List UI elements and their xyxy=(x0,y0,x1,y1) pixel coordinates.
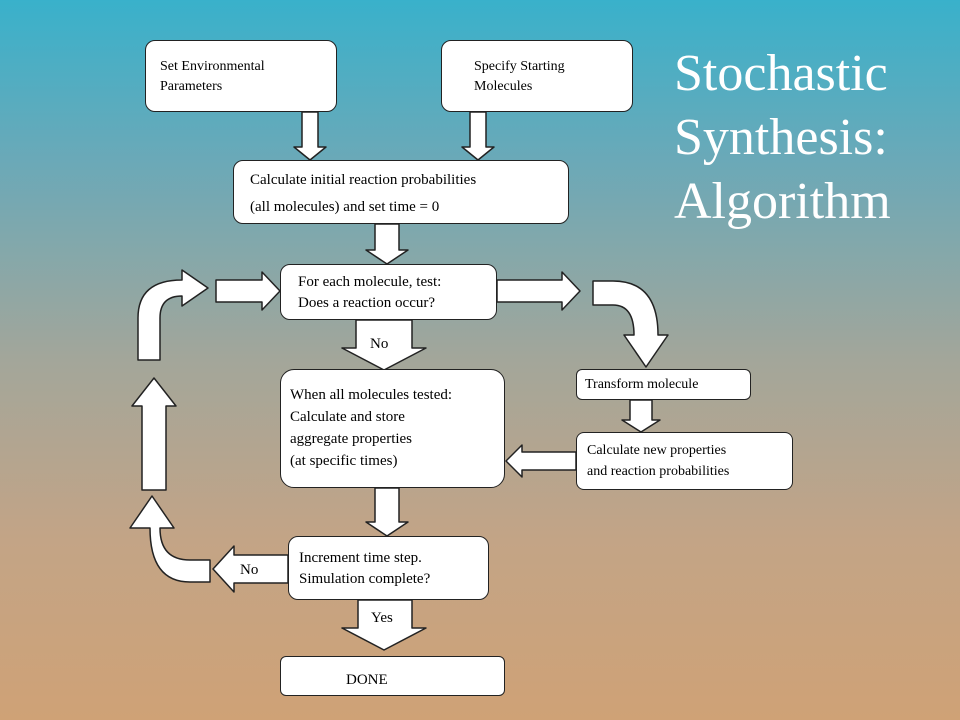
all-tested-line-1: When all molecules tested: xyxy=(290,387,453,403)
specify-line-1: Specify Starting xyxy=(474,59,565,74)
increment-line-2: Simulation complete? xyxy=(299,571,431,587)
set-env-line-2: Parameters xyxy=(160,79,223,94)
no-label-increment: No xyxy=(240,562,259,578)
set-environmental-parameters-box: Set Environmental Parameters xyxy=(145,40,337,112)
transform-molecule-box: Transform molecule xyxy=(576,369,751,400)
specify-starting-molecules-box: Specify Starting Molecules xyxy=(441,40,633,112)
arrow-all-tested-to-increment xyxy=(365,487,409,537)
increment-time-step-box: Increment time step. Simulation complete… xyxy=(288,536,489,600)
all-tested-line-2: Calculate and store xyxy=(290,409,405,425)
calc-initial-line-2: (all molecules) and set time = 0 xyxy=(250,199,440,215)
arrow-test-to-all-tested xyxy=(341,319,427,371)
title-line-2: Synthesis: xyxy=(674,109,888,166)
new-props-line-1: Calculate new properties xyxy=(587,443,727,458)
arrow-specify-to-calc xyxy=(461,111,495,161)
arrow-curve-to-transform xyxy=(592,280,669,368)
arrow-increment-to-done xyxy=(341,599,427,651)
slide-title: Stochastic Synthesis: Algorithm xyxy=(674,42,954,234)
arrow-curve-up-bottom xyxy=(129,495,211,583)
all-tested-line-4: (at specific times) xyxy=(290,453,398,469)
done-box: DONE xyxy=(280,656,505,696)
arrow-new-props-to-all-tested xyxy=(505,444,577,478)
set-env-line-1: Set Environmental xyxy=(160,59,265,74)
arrow-set-env-to-calc xyxy=(293,111,327,161)
arrow-curve-top-left xyxy=(137,269,209,361)
arrow-loop-to-test xyxy=(215,271,281,311)
transform-line-1: Transform molecule xyxy=(585,377,699,392)
calculate-new-properties-box: Calculate new properties and reaction pr… xyxy=(576,432,793,490)
arrow-transform-to-new-props xyxy=(621,399,661,433)
increment-line-1: Increment time step. xyxy=(299,550,422,566)
specify-line-2: Molecules xyxy=(474,79,533,94)
test-reaction-box: For each molecule, test: Does a reaction… xyxy=(280,264,497,320)
done-label: DONE xyxy=(346,672,388,688)
arrow-calc-to-test xyxy=(365,223,409,265)
arrow-increment-to-left xyxy=(212,545,289,593)
no-label-test: No xyxy=(370,336,389,352)
test-line-2: Does a reaction occur? xyxy=(298,295,436,311)
calc-initial-line-1: Calculate initial reaction probabilities xyxy=(250,172,477,188)
all-molecules-tested-box: When all molecules tested: Calculate and… xyxy=(280,369,505,488)
yes-label-increment: Yes xyxy=(371,610,393,626)
title-line-3: Algorithm xyxy=(674,173,891,230)
arrow-test-to-right xyxy=(496,271,581,311)
new-props-line-2: and reaction probabilities xyxy=(587,464,730,479)
title-line-1: Stochastic xyxy=(674,45,888,102)
calculate-initial-probabilities-box: Calculate initial reaction probabilities… xyxy=(233,160,569,224)
all-tested-line-3: aggregate properties xyxy=(290,431,413,447)
test-line-1: For each molecule, test: xyxy=(298,274,442,290)
arrow-vertical-up xyxy=(131,377,177,491)
